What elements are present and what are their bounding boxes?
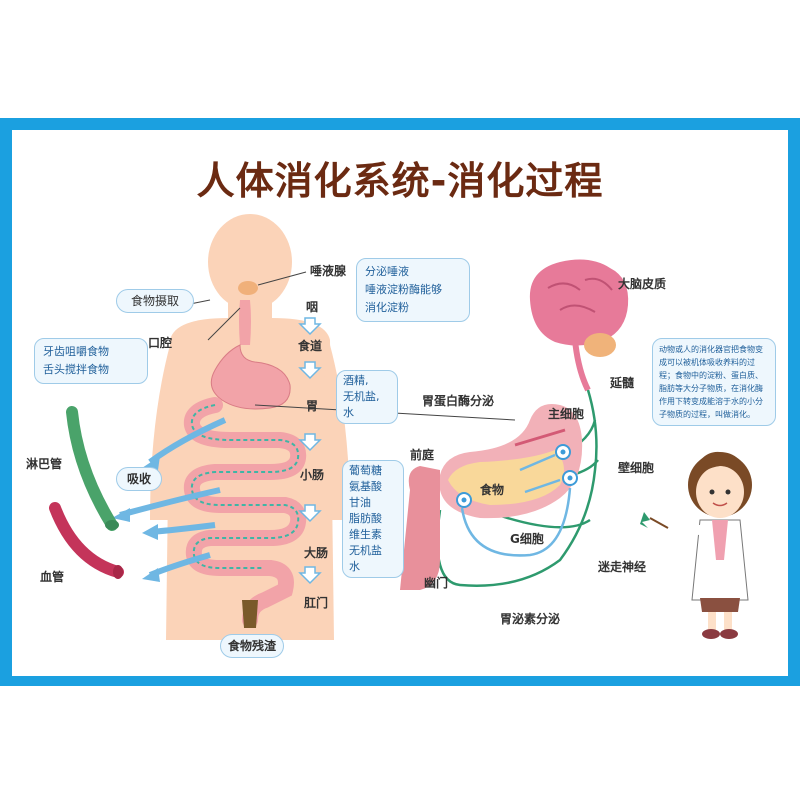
teeth-line: 牙齿咀嚼食物: [43, 345, 109, 358]
lymph-vessel-label: 淋巴管: [26, 457, 63, 471]
intestine-absorb-line: 葡萄糖: [349, 464, 382, 477]
teeth-box: 牙齿咀嚼食物 舌头搅拌食物: [34, 338, 148, 384]
page-title: 人体消化系统-消化过程: [196, 159, 604, 203]
intestine-absorb-line: 氨基酸: [349, 480, 382, 493]
medulla-label: 延髓: [610, 376, 635, 390]
lymph-vessel-shape: [66, 406, 118, 531]
cerebral-cortex-label: 大脑皮质: [618, 277, 667, 291]
pepsin-secretion-label: 胃蛋白酶分泌: [422, 394, 495, 408]
cell-markers: [456, 444, 578, 508]
stomach-absorb-line: 水: [343, 406, 354, 419]
pylorus-label: 幽门: [424, 576, 449, 590]
stomach-shape: [210, 344, 291, 410]
stomach-absorb-line: 酒精,: [343, 374, 369, 387]
villi-line: [190, 404, 300, 569]
intestine-absorb-line: 脂肪酸: [349, 512, 382, 525]
pylorus-tube-shape: [400, 466, 440, 590]
stomach-absorb-line: 无机盐,: [343, 390, 380, 403]
large-intestine-label: 大肠: [304, 546, 329, 560]
mouth-label: 口腔: [148, 336, 173, 350]
lymph-vessel-end: [105, 520, 119, 530]
intestine-absorb-line: 维生素: [349, 528, 382, 541]
saliva-line: 分泌唾液: [365, 265, 409, 278]
gastrin-secretion-label: 胃泌素分泌: [500, 612, 561, 626]
pharynx-label: 咽: [306, 300, 319, 314]
salivary-gland-shape: [238, 281, 258, 295]
intestine-absorb-line: 甘油: [349, 496, 371, 509]
absorb-label: 吸收: [116, 467, 162, 491]
saliva-line: 唾液淀粉酶能够: [365, 283, 442, 296]
small-intestine-label: 小肠: [300, 468, 325, 482]
stomach-label: 胃: [306, 399, 319, 413]
blood-vessel-shape: [49, 502, 124, 578]
chief-cell-label: 主细胞: [548, 407, 585, 421]
esophagus-label: 食道: [298, 339, 323, 353]
vagus-nerve-label: 迷走神经: [598, 560, 647, 574]
food-label: 食物: [480, 483, 505, 497]
food-residue-label: 食物残渣: [220, 634, 284, 658]
anus-label: 肛门: [304, 596, 329, 610]
antrum-label: 前庭: [410, 448, 435, 462]
saliva-line: 消化淀粉: [365, 301, 409, 314]
rectum-residue-shape: [242, 600, 258, 628]
salivary-gland-label: 唾液腺: [310, 264, 347, 278]
parietal-cell-label: 壁细胞: [618, 461, 655, 475]
blood-vessel-label: 血管: [40, 570, 65, 584]
definition-note-box: 动物或人的消化器官把食物变成可以被机体吸收养料的过程；食物中的淀粉、蛋白质、脂肪…: [652, 338, 776, 426]
saliva-box: 分泌唾液 唾液淀粉酶能够 消化淀粉: [356, 258, 470, 322]
intestine-absorb-line: 水: [349, 560, 360, 573]
absorb-arrows: [119, 417, 227, 578]
intestine-absorb-box: 葡萄糖 氨基酸 甘油 脂肪酸 维生素 无机盐 水: [342, 460, 404, 578]
stomach-flow-arrows: [460, 453, 572, 557]
brain-shape: [529, 259, 629, 392]
stomach-absorb-box: 酒精, 无机盐, 水: [336, 370, 398, 424]
blood-vessel-end: [113, 565, 123, 579]
esophagus-shape: [239, 300, 251, 345]
food-intake-label: 食物摄取: [116, 289, 194, 313]
absorb-arrowheads: [112, 456, 160, 582]
doctor-illustration: [640, 451, 752, 639]
intestine-absorb-line: 无机盐: [349, 544, 382, 557]
process-down-arrows: [298, 317, 322, 585]
g-cell-label: G细胞: [510, 532, 544, 546]
teeth-line: 舌头搅拌食物: [43, 363, 109, 376]
